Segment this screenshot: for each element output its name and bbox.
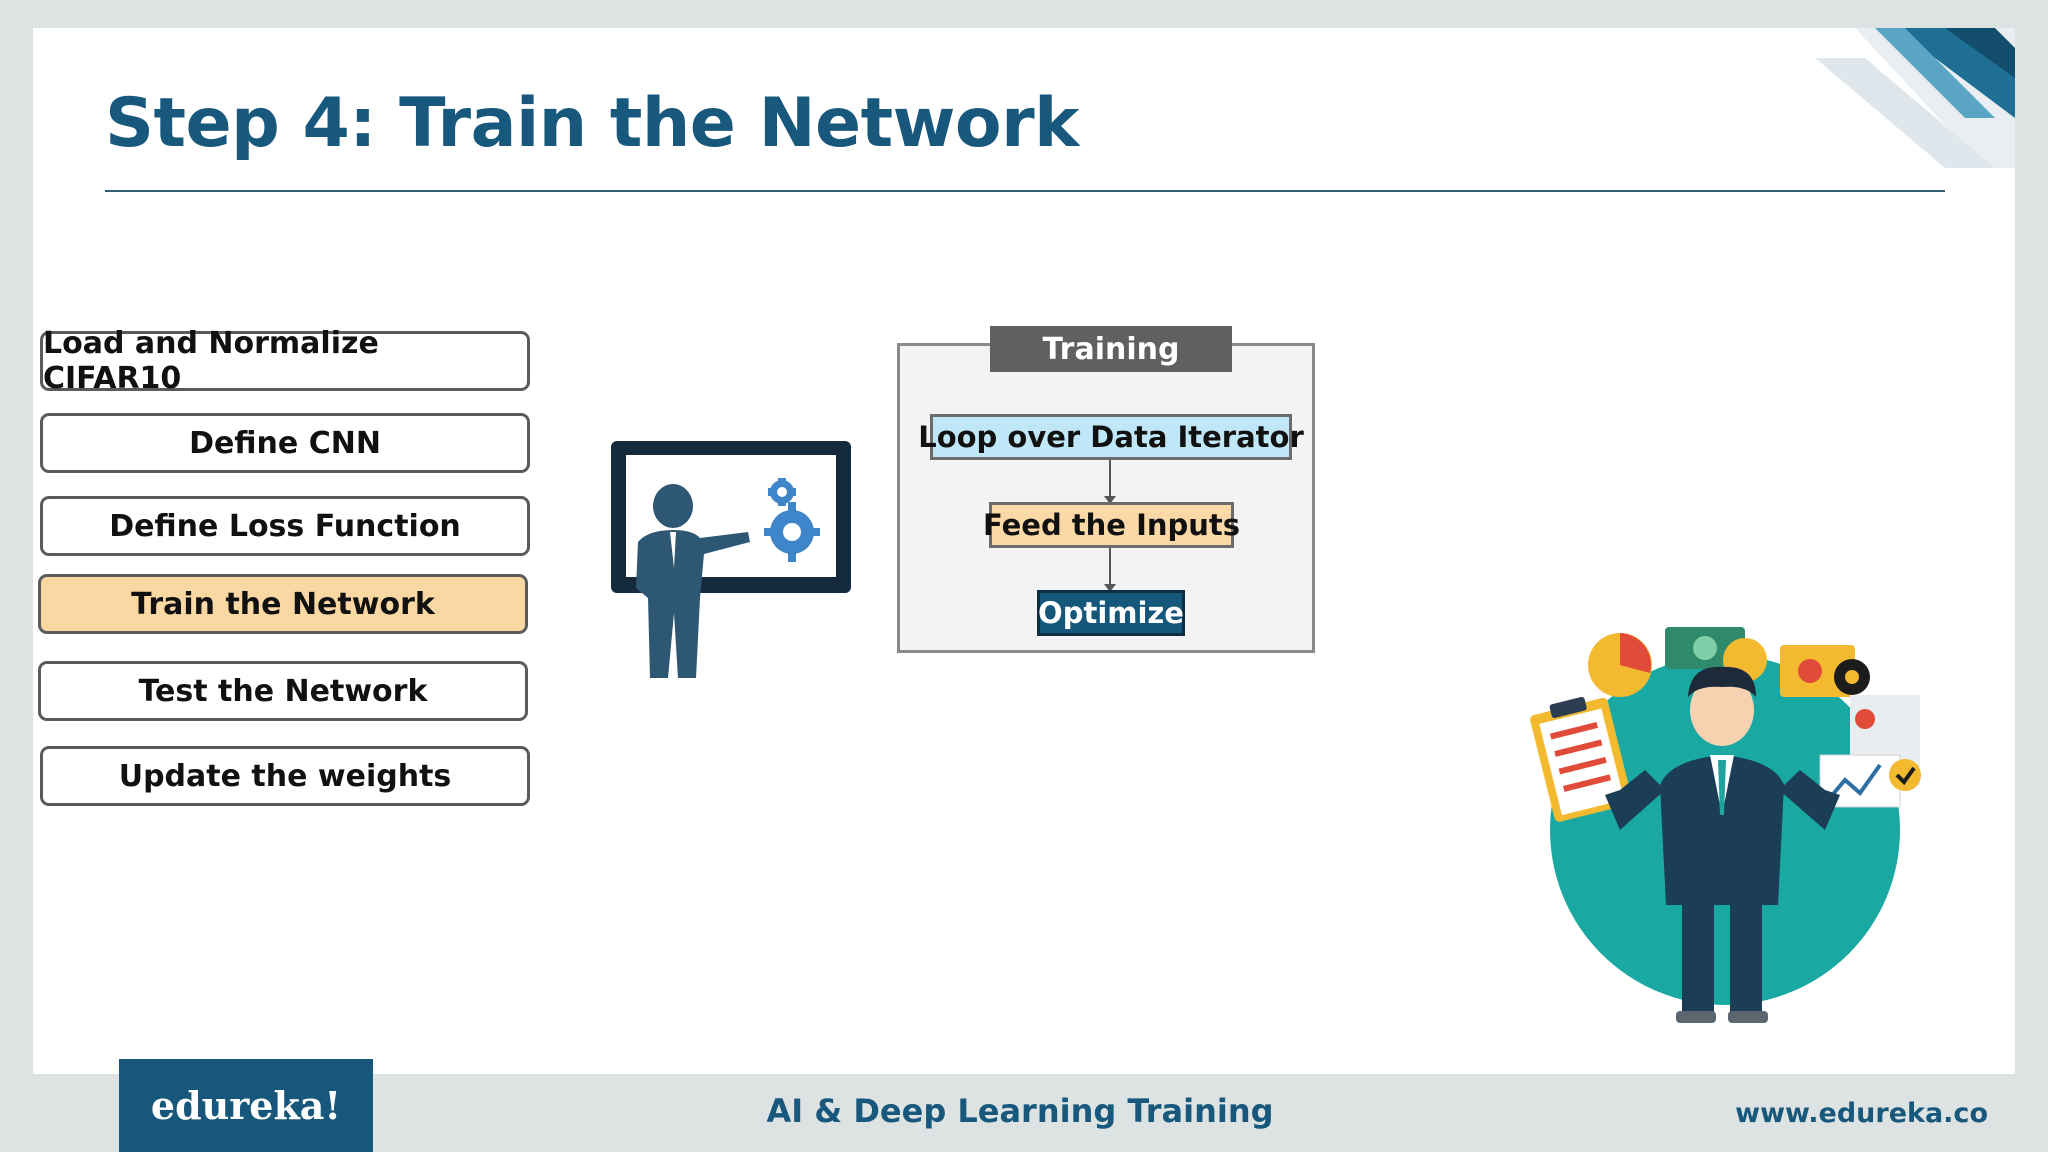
title-divider (105, 190, 1945, 192)
step-train-network: Train the Network (38, 574, 528, 634)
businessman-illustration-icon (1530, 627, 1921, 1023)
page-title: Step 4: Train the Network (105, 84, 1079, 163)
step-update-weights: Update the weights (40, 746, 530, 806)
step-load-normalize: Load and Normalize CIFAR10 (40, 326, 530, 396)
node-feed-inputs: Feed the Inputs (983, 502, 1240, 548)
presenter-board-icon (611, 441, 851, 678)
step-define-loss: Define Loss Function (40, 496, 530, 556)
flow-arrow-2 (1104, 548, 1116, 592)
website-url[interactable]: www.edureka.co (1735, 1098, 1988, 1129)
step-define-cnn: Define CNN (40, 413, 530, 473)
corner-decoration (1815, 28, 2015, 168)
node-loop-data-iterator: Loop over Data Iterator (918, 414, 1304, 460)
gear-icon (764, 478, 820, 562)
node-optimize: Optimize (1037, 590, 1185, 636)
edureka-logo: edureka! (119, 1059, 373, 1152)
course-title: AI & Deep Learning Training (766, 1092, 1274, 1130)
step-test-network: Test the Network (38, 661, 528, 721)
training-title: Training (990, 326, 1232, 372)
flow-arrow-1 (1104, 460, 1116, 504)
